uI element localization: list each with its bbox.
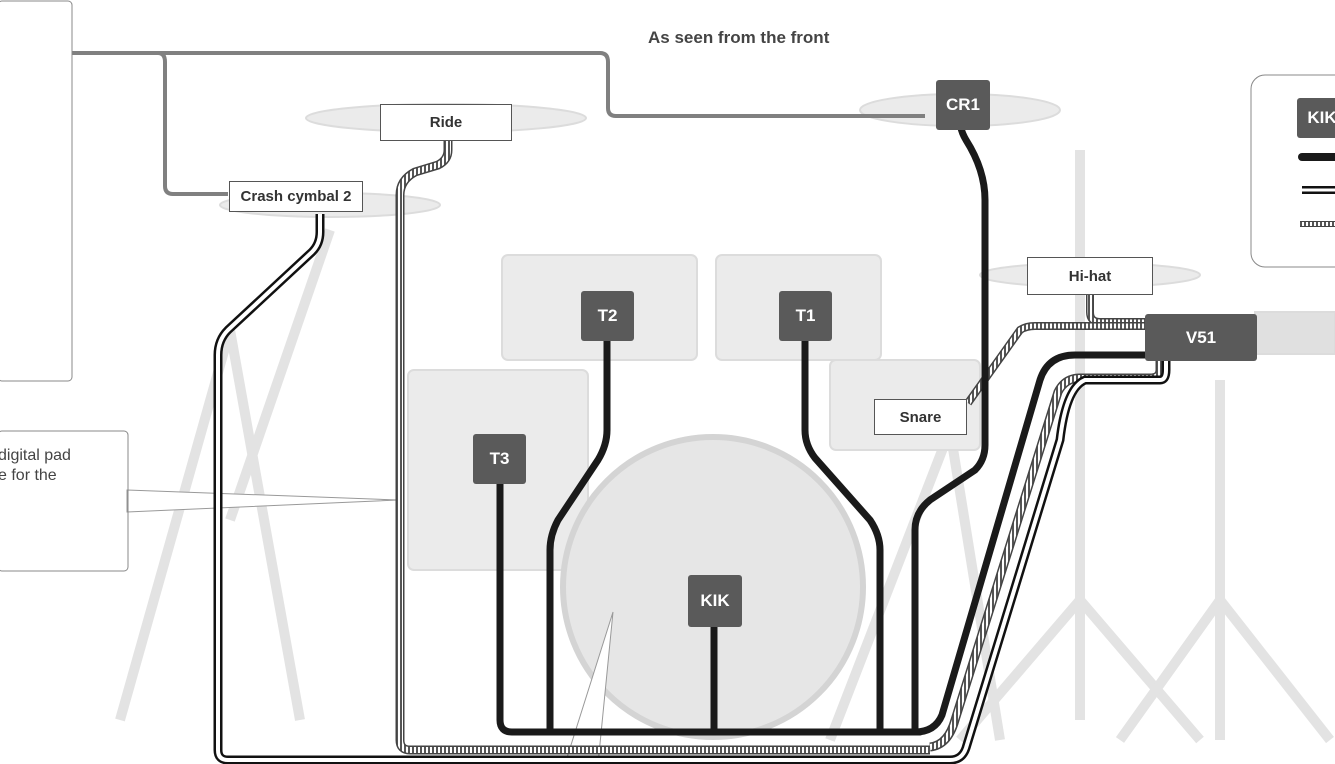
label-ride: Ride (380, 104, 512, 141)
label-crash-cymbal-2: Crash cymbal 2 (229, 181, 363, 212)
black-cables (496, 100, 1154, 736)
label-hi-hat: Hi-hat (1027, 257, 1153, 295)
label-snare: Snare (874, 399, 967, 435)
callout-text: digital pad e for the (0, 447, 71, 484)
tag-t2: T2 (581, 291, 634, 341)
tag-t1: T1 (779, 291, 832, 341)
diagram-title: As seen from the front (648, 28, 830, 47)
callout-wedges (126, 489, 614, 764)
callout-box (0, 430, 129, 572)
tag-cr1: CR1 (936, 80, 990, 130)
tag-t3: T3 (473, 434, 526, 484)
tag-kik: KIK (688, 575, 742, 627)
legend-samples (1298, 153, 1335, 227)
tag-v51: V51 (1145, 314, 1257, 361)
double-cable (213, 214, 1171, 764)
connector-lines (72, 51, 925, 196)
left-info-box (0, 0, 73, 382)
striped-cables (395, 140, 1165, 755)
legend-tag-kik: KIK (1297, 98, 1335, 138)
